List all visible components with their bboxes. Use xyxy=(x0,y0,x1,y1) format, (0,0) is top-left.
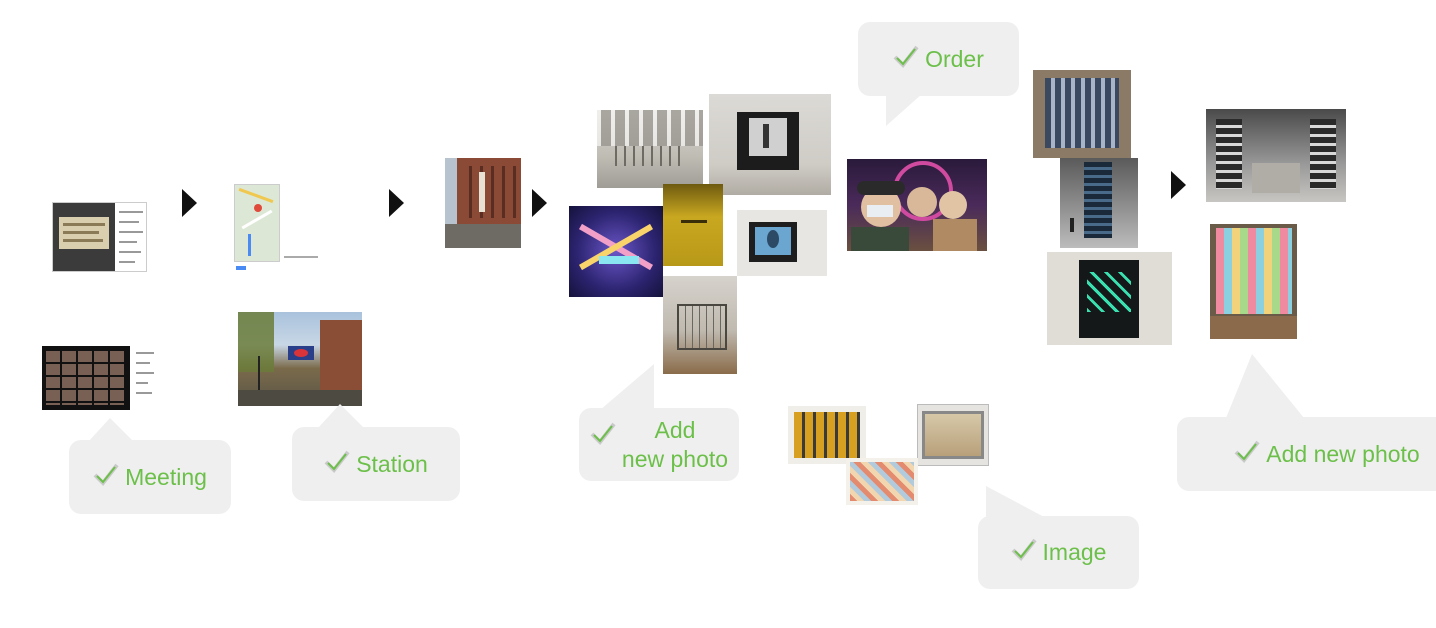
friends-selfie-photo xyxy=(847,159,987,251)
checkmark-icon xyxy=(93,461,119,494)
order-label: Order xyxy=(925,45,984,72)
step-arrow-icon xyxy=(1171,171,1186,199)
callout-tail xyxy=(600,364,654,410)
glass-case-gallery-photo xyxy=(663,276,737,374)
hanging-sculpture-photo xyxy=(1033,70,1131,158)
checkmark-icon xyxy=(1011,536,1037,569)
callout-tail xyxy=(986,486,1046,518)
neon-nature-sign-photo xyxy=(569,206,663,297)
callout-tail xyxy=(88,418,134,442)
step-arrow-icon xyxy=(532,189,547,217)
step-arrow-icon xyxy=(389,189,404,217)
yellow-room-photo xyxy=(663,184,723,266)
video-call-grid-thumbnail xyxy=(42,346,158,410)
checkmark-icon xyxy=(893,43,919,76)
image-label: Image xyxy=(1042,539,1107,565)
add-new-photo-label: Add new photo xyxy=(1266,440,1420,467)
callout-tail xyxy=(1226,354,1304,418)
callout-tail xyxy=(886,94,922,126)
colorful-collage-artwork-photo xyxy=(846,458,918,505)
turbine-hall-photo xyxy=(1206,109,1346,202)
yellow-grid-artwork-photo xyxy=(788,406,866,464)
checkmark-icon xyxy=(1234,438,1260,471)
callout-tail xyxy=(318,404,364,428)
map-screenshot-thumbnail xyxy=(234,184,320,278)
crt-tv-face-photo xyxy=(737,210,827,276)
tower-sculpture-photo xyxy=(1060,158,1138,248)
meeting-screenshot-thumbnail xyxy=(52,202,147,272)
rainbow-wall-photo xyxy=(1210,224,1297,339)
tate-building-photo xyxy=(445,158,521,248)
ceiling-installation-photo xyxy=(597,110,703,188)
checkmark-icon xyxy=(590,420,616,453)
framed-landscape-artwork-photo xyxy=(917,404,989,466)
checkmark-icon xyxy=(324,448,350,481)
neon-box-installation-photo xyxy=(1047,252,1172,345)
step-arrow-icon xyxy=(182,189,197,217)
tv-monitor-room-photo xyxy=(709,94,831,195)
station-street-photo xyxy=(238,312,362,406)
add-new-photo-label: Add new photo xyxy=(621,416,729,472)
meeting-label: Meeting xyxy=(125,463,207,490)
station-label: Station xyxy=(356,450,428,477)
